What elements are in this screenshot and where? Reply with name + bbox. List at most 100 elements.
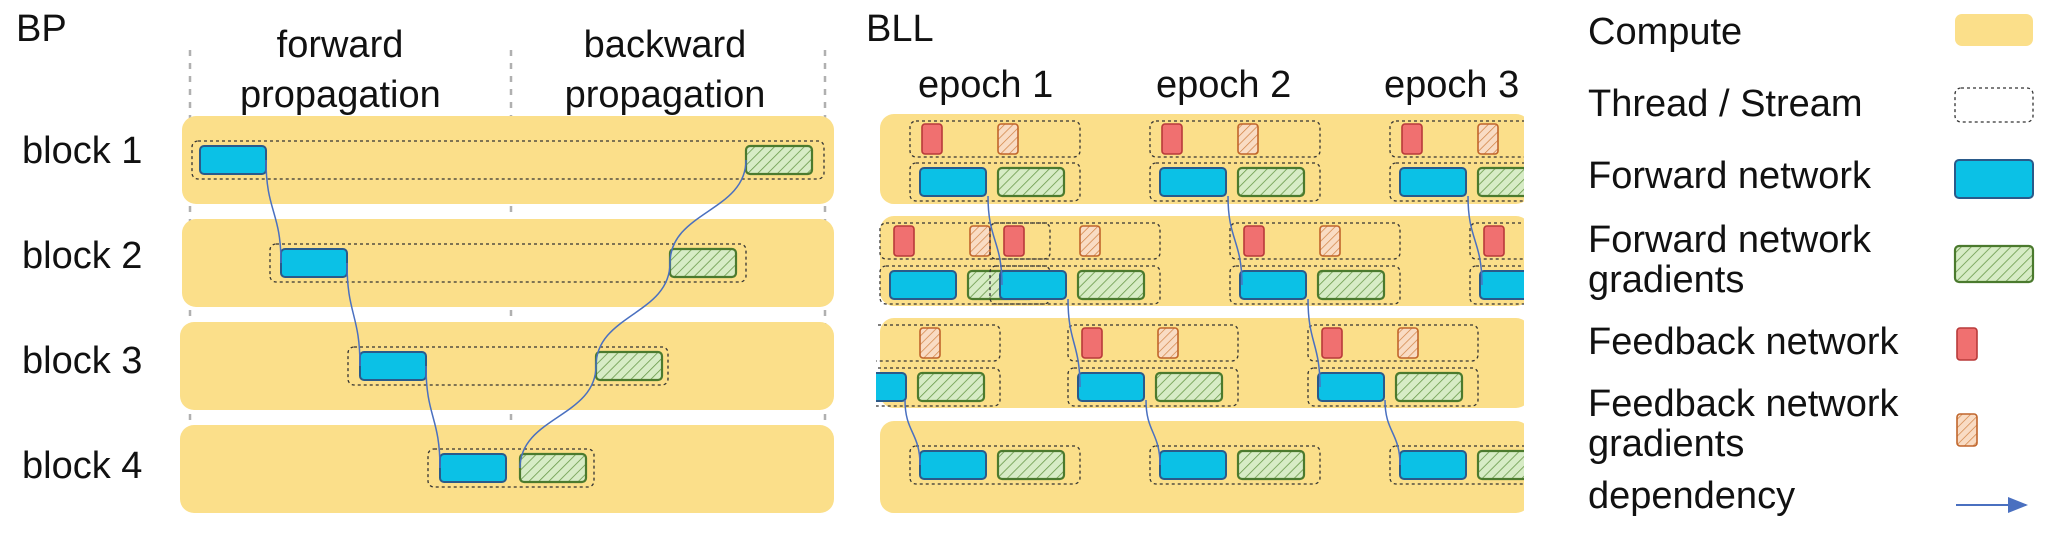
phase-forward-label-line-1: forward: [276, 24, 404, 66]
thread-stream-box: [876, 367, 1001, 407]
legend-forward-label: Forward network: [1588, 155, 1871, 197]
block-2-label: block 2: [22, 235, 143, 277]
bll-diagram: [844, 114, 1580, 513]
forward-gradient-block: [1076, 269, 1146, 301]
thread-stream-box: [1229, 222, 1401, 260]
thread-stream-box: [1067, 324, 1239, 362]
forward-network-block: [280, 248, 348, 278]
legend-dependency-label: dependency: [1588, 475, 1796, 517]
forward-network-block: [359, 351, 427, 381]
forward-gradient-block: [668, 247, 738, 279]
forward-network-block: [1399, 450, 1467, 480]
dependency-arrow: [1307, 298, 1321, 388]
bp-title: BP: [16, 8, 67, 50]
thread-stream-box: [1389, 120, 1524, 158]
forward-gradient-block: [1476, 449, 1524, 481]
forward-gradient-block: [1316, 269, 1386, 301]
thread-stream-box: [1469, 222, 1524, 260]
feedback-gradient-block: [919, 327, 941, 359]
thread-stream-box: [909, 120, 1081, 158]
forward-gradient-block: [594, 350, 664, 382]
forward-gradient-block: [1476, 166, 1524, 198]
bll-title: BLL: [866, 8, 934, 50]
forward-gradient-block: [996, 166, 1066, 198]
forward-network-block: [199, 145, 267, 175]
dependency-arrow: [346, 262, 361, 367]
forward-gradient-block: [1394, 371, 1464, 403]
feedback-gradient-block: [1319, 225, 1341, 257]
block-1-label: block 1: [22, 130, 143, 172]
forward-gradient-block: [744, 144, 814, 176]
forward-network-block: [889, 270, 957, 300]
feedback-gradient-block: [1560, 226, 1580, 256]
compute-band: [180, 322, 834, 410]
forward-gradient-block: [518, 452, 588, 484]
dependency-arrow: [1227, 195, 1243, 286]
compute-swatch: [1955, 14, 2033, 46]
legend-thread-label: Thread / Stream: [1588, 83, 1863, 125]
forward-gradient-block: [1154, 371, 1224, 403]
forward-gradient-block: [996, 449, 1066, 481]
feedback-gradient-block: [1079, 225, 1101, 257]
thread-stream-box: [347, 346, 669, 386]
dependency-arrow: [987, 195, 1003, 286]
feedback-network-block: [1321, 327, 1343, 359]
feedback-network-block: [893, 225, 915, 257]
feedback-network-block: [1161, 123, 1183, 155]
thread-stream-box: [1067, 367, 1239, 407]
thread-stream-box: [1307, 324, 1479, 362]
thread-stream-box: [1149, 162, 1321, 202]
feedback-network-block: [1243, 225, 1265, 257]
legend-forward-gradients-label-line-1: Forward network: [1588, 219, 1871, 261]
forward-network-block: [1399, 167, 1467, 197]
forward-network-swatch: [1954, 159, 2034, 199]
dependency-arrow: [1067, 298, 1081, 388]
forward-network-block: [1077, 372, 1145, 402]
dependency-arrow: [669, 159, 747, 264]
feedback-network-block: [844, 328, 864, 358]
bp-diagram: [180, 50, 834, 513]
block-3-label: block 3: [22, 340, 143, 382]
feedback-gradient-block: [1477, 123, 1499, 155]
feedback-gradient-block: [997, 123, 1019, 155]
thread-stream-box: [1389, 445, 1524, 485]
feedback-network-block: [921, 123, 943, 155]
legend-compute-label: Compute: [1588, 11, 1743, 53]
dependency-arrow: [904, 399, 921, 466]
feedback-network-block: [1003, 225, 1025, 257]
epoch-1-label: epoch 1: [918, 64, 1054, 106]
phase-backward-label-line-1: backward: [583, 24, 747, 66]
feedback-gradient-block: [969, 225, 991, 257]
legend-forward-gradients-label-line-2: gradients: [1588, 259, 1745, 301]
thread-stream-box: [191, 140, 825, 180]
dependency-arrow: [265, 159, 282, 264]
forward-network-block: [1159, 450, 1227, 480]
forward-network-block: [1239, 270, 1307, 300]
phase-backward-label-line-2: propagation: [564, 74, 766, 116]
thread-stream-box: [269, 243, 747, 283]
epoch-3-label: epoch 3: [1384, 64, 1520, 106]
legend-swatches: [1953, 14, 2035, 513]
feedback-gradient-block: [1397, 327, 1419, 359]
block-4-label: block 4: [22, 445, 143, 487]
forward-gradient-swatch: [1953, 244, 2035, 284]
feedback-gradient-block: [1157, 327, 1179, 359]
thread-stream-box: [1229, 265, 1401, 305]
thread-stream-box: [1389, 162, 1524, 202]
forward-network-block: [1159, 167, 1227, 197]
phase-backward-label: backward propagation: [560, 20, 770, 120]
forward-network-block: [1317, 372, 1385, 402]
feedback-network-block: [1081, 327, 1103, 359]
compute-band: [182, 219, 834, 307]
legend-feedback-gradients-label-line-2: gradients: [1588, 423, 1745, 465]
dependency-arrow: [425, 365, 441, 469]
forward-network-block: [999, 270, 1067, 300]
thread-stream-box: [989, 265, 1161, 305]
thread-swatch: [1954, 87, 2034, 123]
thread-stream-box: [879, 222, 1051, 260]
